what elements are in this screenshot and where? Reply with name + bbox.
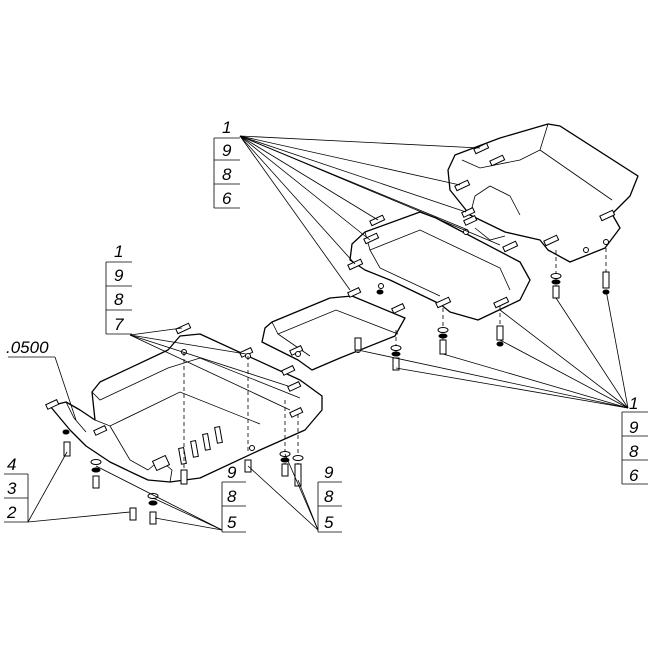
leader-lines — [8, 135, 629, 531]
callout-stack-bottom-mid-2: 9 8 5 — [317, 463, 342, 533]
callout-label: 8 — [324, 487, 334, 506]
fasteners — [62, 271, 610, 525]
callout-label: 9 — [629, 418, 639, 437]
callout-label: 7 — [114, 315, 124, 334]
part-code-callout: .0500 — [6, 338, 49, 357]
small-skid-plate — [261, 286, 406, 371]
callout-stack-right: 1 9 8 6 — [621, 394, 648, 485]
callout-label: 9 — [324, 463, 334, 482]
callout-label: 8 — [629, 442, 639, 461]
callout-label: 8 — [114, 290, 124, 309]
callout-label: 6 — [629, 466, 639, 485]
part-code: .0500 — [6, 338, 49, 357]
callout-stack-left: 1 9 8 7 — [105, 242, 132, 335]
callout-label: 3 — [7, 479, 17, 498]
callout-label: 8 — [222, 165, 232, 184]
rear-skid-plate — [447, 123, 639, 263]
callout-stack-bottom-left: 4 3 2 — [4, 455, 29, 523]
engine-skid-plate — [45, 322, 323, 483]
callout-label: 2 — [6, 503, 17, 522]
callout-label: 5 — [227, 513, 237, 532]
callout-label: 4 — [7, 455, 16, 474]
callout-label: 9 — [114, 266, 124, 285]
callout-label: 9 — [222, 141, 232, 160]
callout-label: 8 — [227, 487, 237, 506]
callout-stack-bottom-mid-1: 9 8 5 — [221, 463, 246, 533]
callout-label: 1 — [114, 242, 123, 261]
callout-label: 9 — [227, 463, 237, 482]
callout-label: 5 — [324, 513, 334, 532]
callout-label: 1 — [629, 394, 638, 413]
callout-stack-top: 1 9 8 6 — [213, 118, 240, 209]
transmission-skid-plate — [347, 211, 531, 321]
callout-label: 1 — [222, 118, 231, 137]
callout-label: 6 — [222, 189, 232, 208]
